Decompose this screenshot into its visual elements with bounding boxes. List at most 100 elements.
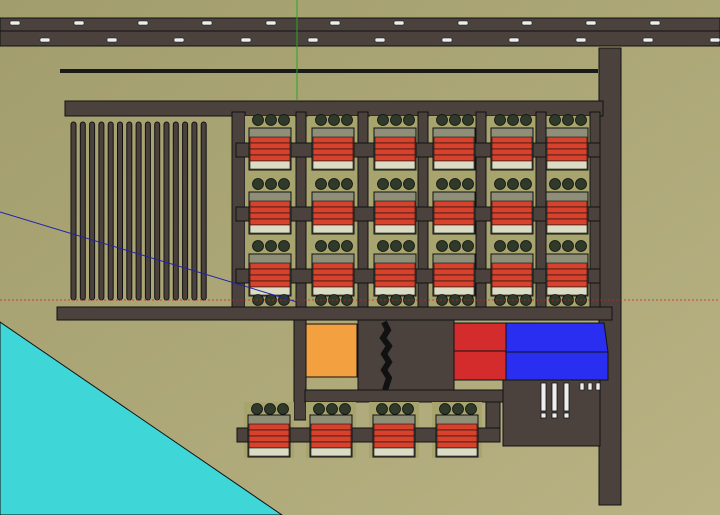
car xyxy=(441,37,453,43)
tree xyxy=(462,114,474,126)
roof-strip xyxy=(310,441,352,449)
truck xyxy=(540,382,547,412)
blue-building xyxy=(505,322,609,353)
roof-strip xyxy=(433,142,475,150)
tree xyxy=(439,403,451,415)
tree xyxy=(449,240,461,252)
field-row xyxy=(89,121,96,301)
field-row xyxy=(163,121,170,301)
car xyxy=(393,20,405,26)
tree xyxy=(403,114,415,126)
porch xyxy=(312,160,354,170)
tree xyxy=(452,403,464,415)
roof-strip xyxy=(491,142,533,150)
roof-strip xyxy=(248,435,290,443)
tree xyxy=(315,178,327,190)
roof-strip xyxy=(249,200,291,208)
roof-strip xyxy=(546,280,588,288)
roof-strip xyxy=(491,200,533,208)
roof-strip xyxy=(249,136,291,144)
porch xyxy=(374,286,416,296)
car xyxy=(575,37,587,43)
tree xyxy=(252,178,264,190)
roof-strip xyxy=(546,274,588,282)
car xyxy=(106,37,118,43)
car xyxy=(595,382,601,391)
tree xyxy=(575,240,587,252)
car xyxy=(240,37,252,43)
top-road-lane xyxy=(0,17,720,32)
blue-building xyxy=(505,351,609,381)
roof-strip xyxy=(546,154,588,162)
roof-strip xyxy=(546,200,588,208)
tree xyxy=(341,240,353,252)
tree xyxy=(277,403,289,415)
car xyxy=(374,37,386,43)
roof-strip xyxy=(312,262,354,270)
tree xyxy=(549,178,561,190)
tree xyxy=(494,240,506,252)
tree xyxy=(436,178,448,190)
roof-strip xyxy=(546,268,588,276)
roof-strip xyxy=(312,218,354,226)
roof-strip xyxy=(436,429,478,437)
blue-axis xyxy=(0,211,298,303)
dark-lot xyxy=(357,319,455,391)
roof-strip xyxy=(433,280,475,288)
field-row xyxy=(182,121,189,301)
tree xyxy=(507,114,519,126)
roof-strip xyxy=(312,206,354,214)
porch xyxy=(249,160,291,170)
roof-strip xyxy=(491,212,533,220)
tree xyxy=(252,114,264,126)
roof-strip xyxy=(373,429,415,437)
tree xyxy=(436,114,448,126)
roof-strip xyxy=(374,268,416,276)
roof-strip xyxy=(310,435,352,443)
roof-strip xyxy=(374,274,416,282)
roof-strip xyxy=(491,280,533,288)
tree xyxy=(341,294,353,306)
roof-strip xyxy=(433,212,475,220)
roof-strip xyxy=(249,218,291,226)
tree xyxy=(341,178,353,190)
roof-strip xyxy=(546,148,588,156)
roof-strip xyxy=(312,200,354,208)
porch xyxy=(546,160,588,170)
tree xyxy=(265,240,277,252)
roof-strip xyxy=(374,206,416,214)
roof-strip xyxy=(249,274,291,282)
car xyxy=(201,20,213,26)
car xyxy=(649,20,661,26)
field-row xyxy=(172,121,179,301)
tree xyxy=(265,178,277,190)
roof-strip xyxy=(433,154,475,162)
tree xyxy=(389,403,401,415)
porch xyxy=(546,286,588,296)
roof-strip xyxy=(249,148,291,156)
car xyxy=(521,20,533,26)
roof-strip xyxy=(312,154,354,162)
tree xyxy=(251,403,263,415)
lower-road xyxy=(56,306,613,321)
car xyxy=(587,382,593,391)
tree xyxy=(520,178,532,190)
roof-strip xyxy=(310,423,352,431)
roof-strip xyxy=(491,148,533,156)
porch xyxy=(491,160,533,170)
truck xyxy=(563,382,570,412)
car xyxy=(173,37,185,43)
roof-strip xyxy=(312,136,354,144)
field-row xyxy=(191,121,198,301)
porch xyxy=(373,447,415,457)
upper-road xyxy=(64,100,604,117)
porch xyxy=(312,286,354,296)
tree xyxy=(494,114,506,126)
car xyxy=(585,20,597,26)
roof-strip xyxy=(249,262,291,270)
roof-strip xyxy=(491,274,533,282)
tree xyxy=(462,178,474,190)
roof-strip xyxy=(433,206,475,214)
tree xyxy=(494,178,506,190)
